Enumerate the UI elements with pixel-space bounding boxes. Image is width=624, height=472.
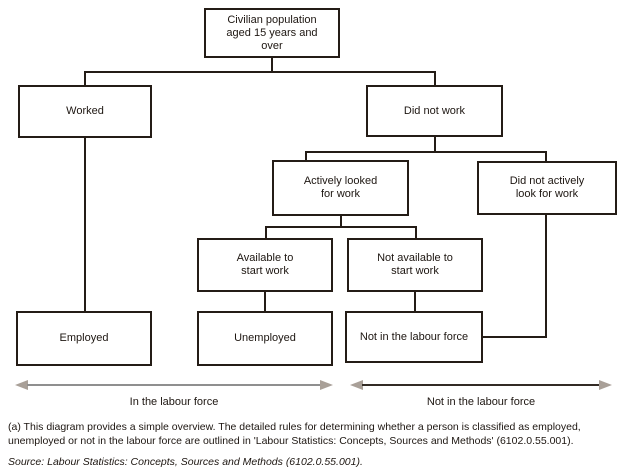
node-did-not-work-label: Did not work — [403, 104, 466, 117]
connector-did-not-work-drop — [434, 137, 436, 151]
node-did-not-actively-look: Did not actively look for work — [477, 161, 617, 215]
node-civilian-population-label: Civilian population aged 15 years and ov… — [226, 13, 318, 52]
node-actively-looked-label: Actively looked for work — [303, 175, 378, 200]
node-employed-label: Employed — [59, 332, 109, 344]
node-not-available-label: Not available to start work — [377, 252, 453, 277]
connector-not-available-to-nilf — [414, 291, 416, 312]
connector-level1-horizontal — [84, 71, 436, 73]
in-labour-force-label: In the labour force — [129, 396, 219, 408]
node-did-not-work: Did not work — [366, 85, 503, 137]
node-not-in-labour-force-label: Not in the labour force — [359, 330, 469, 343]
footnote-text: (a) This diagram provides a simple overv… — [8, 421, 581, 447]
node-did-not-actively-label: Did not actively look for work — [509, 175, 585, 200]
source-text: Source: Labour Statistics: Concepts, Sou… — [8, 456, 363, 468]
arrow-head-east-icon — [599, 380, 612, 390]
connector-to-worked — [84, 71, 86, 85]
node-worked-label: Worked — [66, 105, 104, 117]
node-not-in-labour-force: Not in the labour force — [345, 311, 483, 363]
arrow-head-east-icon — [320, 380, 333, 390]
node-unemployed-label: Unemployed — [234, 332, 296, 344]
in-labour-force-arrow-line — [27, 384, 320, 386]
connector-actively-looked-drop — [340, 215, 342, 227]
node-unemployed: Unemployed — [197, 311, 333, 366]
arrow-head-west-icon — [350, 380, 363, 390]
node-not-available-to-start-work: Not available to start work — [347, 238, 483, 292]
connector-available-to-unemployed — [264, 291, 266, 311]
node-civilian-population: Civilian population aged 15 years and ov… — [204, 8, 340, 58]
connector-into-nilf-right — [483, 336, 547, 338]
connector-to-available — [265, 226, 267, 238]
connector-worked-to-employed — [84, 137, 86, 311]
connector-to-not-available — [415, 226, 417, 238]
node-employed: Employed — [16, 311, 152, 366]
connector-to-did-not-work — [434, 71, 436, 85]
connector-level2-horizontal — [305, 151, 547, 153]
connector-to-actively-looked — [305, 151, 307, 161]
connector-civilian-drop — [271, 56, 273, 71]
not-in-labour-force-arrow-line — [362, 384, 599, 386]
arrow-head-west-icon — [15, 380, 28, 390]
not-in-labour-force-label: Not in the labour force — [426, 396, 536, 408]
connector-did-not-actively-drop — [545, 214, 547, 338]
connector-level3-horizontal — [265, 226, 417, 228]
node-actively-looked-for-work: Actively looked for work — [272, 160, 409, 216]
node-available-to-start-work: Available to start work — [197, 238, 333, 292]
connector-to-did-not-actively — [545, 151, 547, 161]
node-worked: Worked — [18, 85, 152, 138]
node-available-label: Available to start work — [236, 252, 294, 277]
